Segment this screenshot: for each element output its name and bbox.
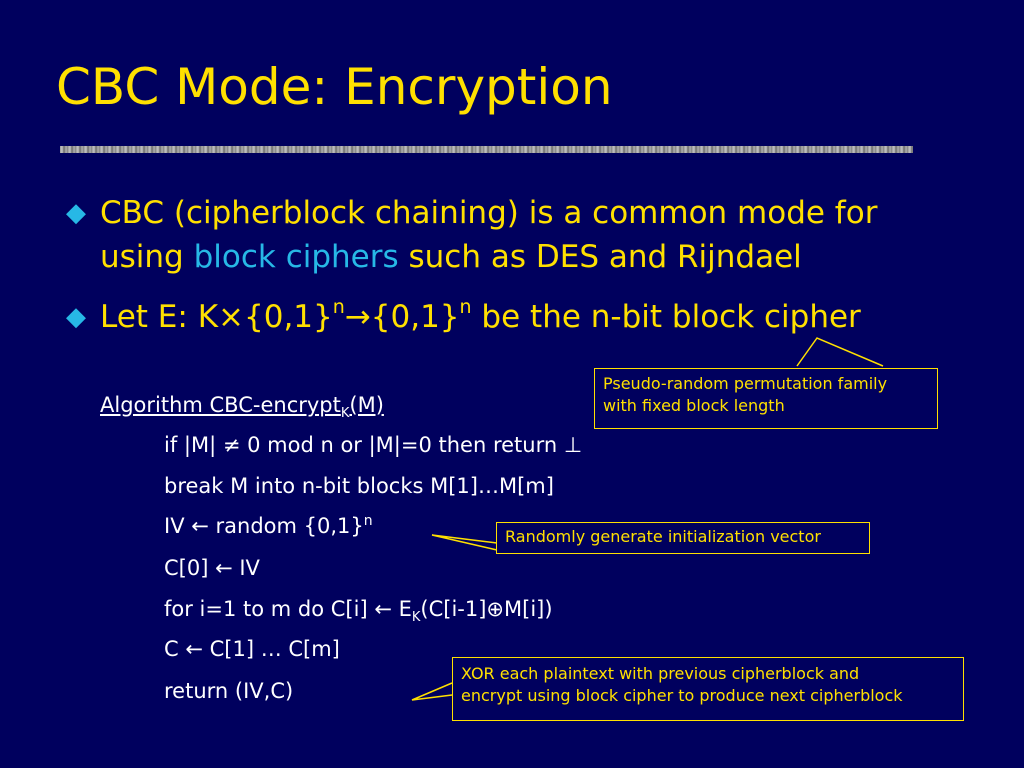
algorithm-line-6: C ← C[1] … C[m]: [164, 637, 340, 661]
algorithm-line-2: break M into n-bit blocks M[1]…M[m]: [164, 474, 554, 498]
prp-callout-pointer: [796, 337, 884, 367]
bullet-2-line: Let E: K×{0,1}n→{0,1}n be the n-bit bloc…: [100, 296, 861, 336]
xor-callout-pointer: [411, 682, 453, 701]
iv-callout-pointer: [431, 534, 498, 551]
diamond-bullet-icon: ◆: [66, 198, 86, 228]
algorithm-line-5: for i=1 to m do C[i] ← EK(C[i-1]⊕M[i]): [164, 597, 553, 625]
prp-note: Pseudo-random permutation family with fi…: [594, 368, 938, 429]
xor-note: XOR each plaintext with previous cipherb…: [452, 657, 964, 721]
algorithm-line-4: C[0] ← IV: [164, 556, 260, 580]
bullet-1-line-2: using block ciphers such as DES and Rijn…: [100, 239, 802, 275]
algorithm-line-1: if |M| ≠ 0 mod n or |M|=0 then return ⊥: [164, 433, 583, 457]
title-divider: [60, 146, 913, 153]
iv-note: Randomly generate initialization vector: [496, 522, 870, 554]
algorithm-line-7: return (IV,C): [164, 679, 294, 703]
block-ciphers-highlight: block ciphers: [193, 239, 399, 275]
slide-title: CBC Mode: Encryption: [56, 58, 613, 116]
bullet-1-line-1: CBC (cipherblock chaining) is a common m…: [100, 195, 878, 231]
diamond-bullet-icon: ◆: [66, 302, 86, 332]
algorithm-line-3: IV ← random {0,1}n: [164, 513, 373, 538]
algorithm-header: Algorithm CBC-encryptK(M): [100, 393, 384, 421]
